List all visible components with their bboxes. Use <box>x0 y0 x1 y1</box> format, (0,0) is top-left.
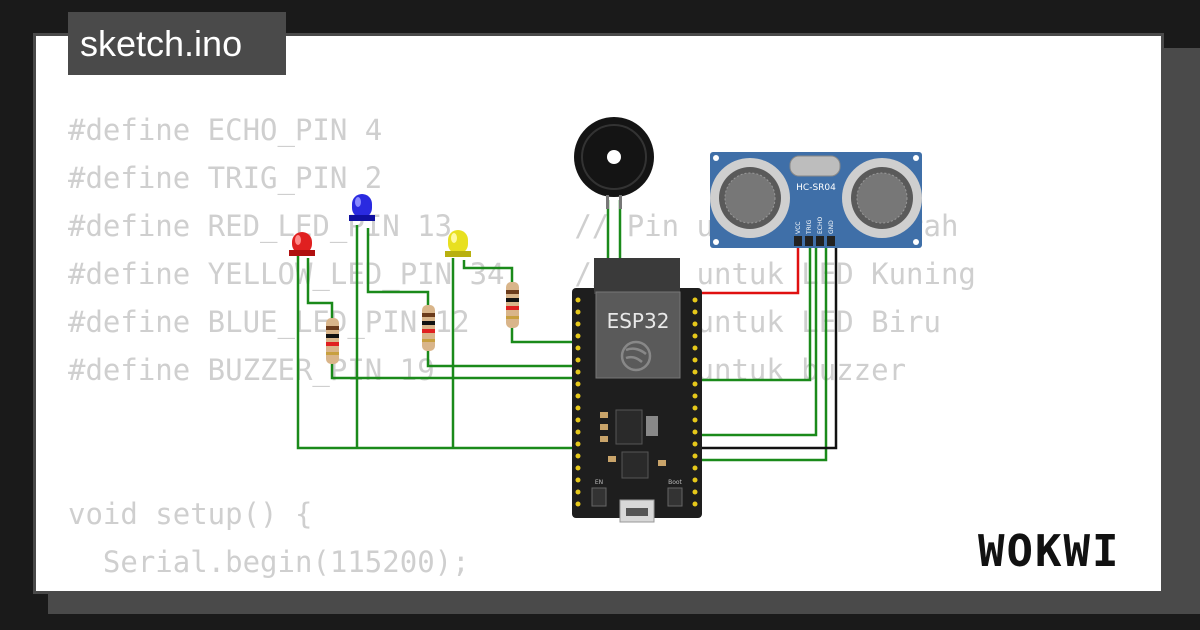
wire-blue-led-resistor <box>366 228 430 306</box>
wire-gnd <box>694 245 838 450</box>
wire-yellow-resistor-board <box>510 328 578 344</box>
boot-button[interactable]: Boot <box>667 479 683 507</box>
resistor-red[interactable] <box>326 318 339 364</box>
header-pins-right <box>692 297 698 507</box>
espressif-logo-icon <box>620 340 652 372</box>
boot-button-label: Boot <box>668 479 682 486</box>
ultrasonic-sensor[interactable]: HC-SR04 VCC TRIG ECHO GND <box>710 152 922 248</box>
buzzer[interactable] <box>574 117 654 209</box>
wokwi-logo: WOKWI <box>978 526 1120 577</box>
code-line: #define TRIG_PIN 2 <box>68 161 383 195</box>
sensor-label: HC-SR04 <box>796 183 836 193</box>
wire-red-resistor-board <box>330 362 578 380</box>
board-label: ESP32 <box>607 309 670 333</box>
led-blue[interactable] <box>349 194 375 221</box>
resistor-yellow[interactable] <box>506 282 519 328</box>
brand-text: WOKWI <box>978 526 1120 577</box>
sensor-pin-label: VCC <box>795 222 802 234</box>
wire-red-led-gnd <box>296 255 578 450</box>
sensor-transducer-right <box>842 158 922 238</box>
code-line: Serial.begin(115200); <box>68 545 470 579</box>
sensor-transducer-left <box>710 158 790 238</box>
led-red[interactable] <box>289 232 315 256</box>
wire-trig <box>694 245 818 437</box>
en-button[interactable]: EN <box>591 479 607 507</box>
led-yellow[interactable] <box>445 230 471 257</box>
header-pins-left <box>575 297 581 507</box>
sensor-pin-label: ECHO <box>817 217 824 234</box>
en-button-label: EN <box>595 479 603 486</box>
resistor-blue[interactable] <box>422 305 435 351</box>
wire-red-led-resistor <box>306 258 334 318</box>
sensor-pin-label: TRIG <box>806 219 813 235</box>
wire-yellow-led-resistor <box>462 260 514 283</box>
esp32-board[interactable]: ESP32 E <box>572 258 702 523</box>
code-line: #define ECHO_PIN 4 <box>68 113 383 147</box>
sensor-pin-label: GND <box>828 220 835 234</box>
code-line: void setup() { <box>68 497 313 531</box>
wire-echo <box>694 245 828 462</box>
buzzer-hole-icon <box>607 150 621 164</box>
wire-blue-resistor-board <box>426 350 578 368</box>
file-title: sketch.ino <box>68 12 286 75</box>
